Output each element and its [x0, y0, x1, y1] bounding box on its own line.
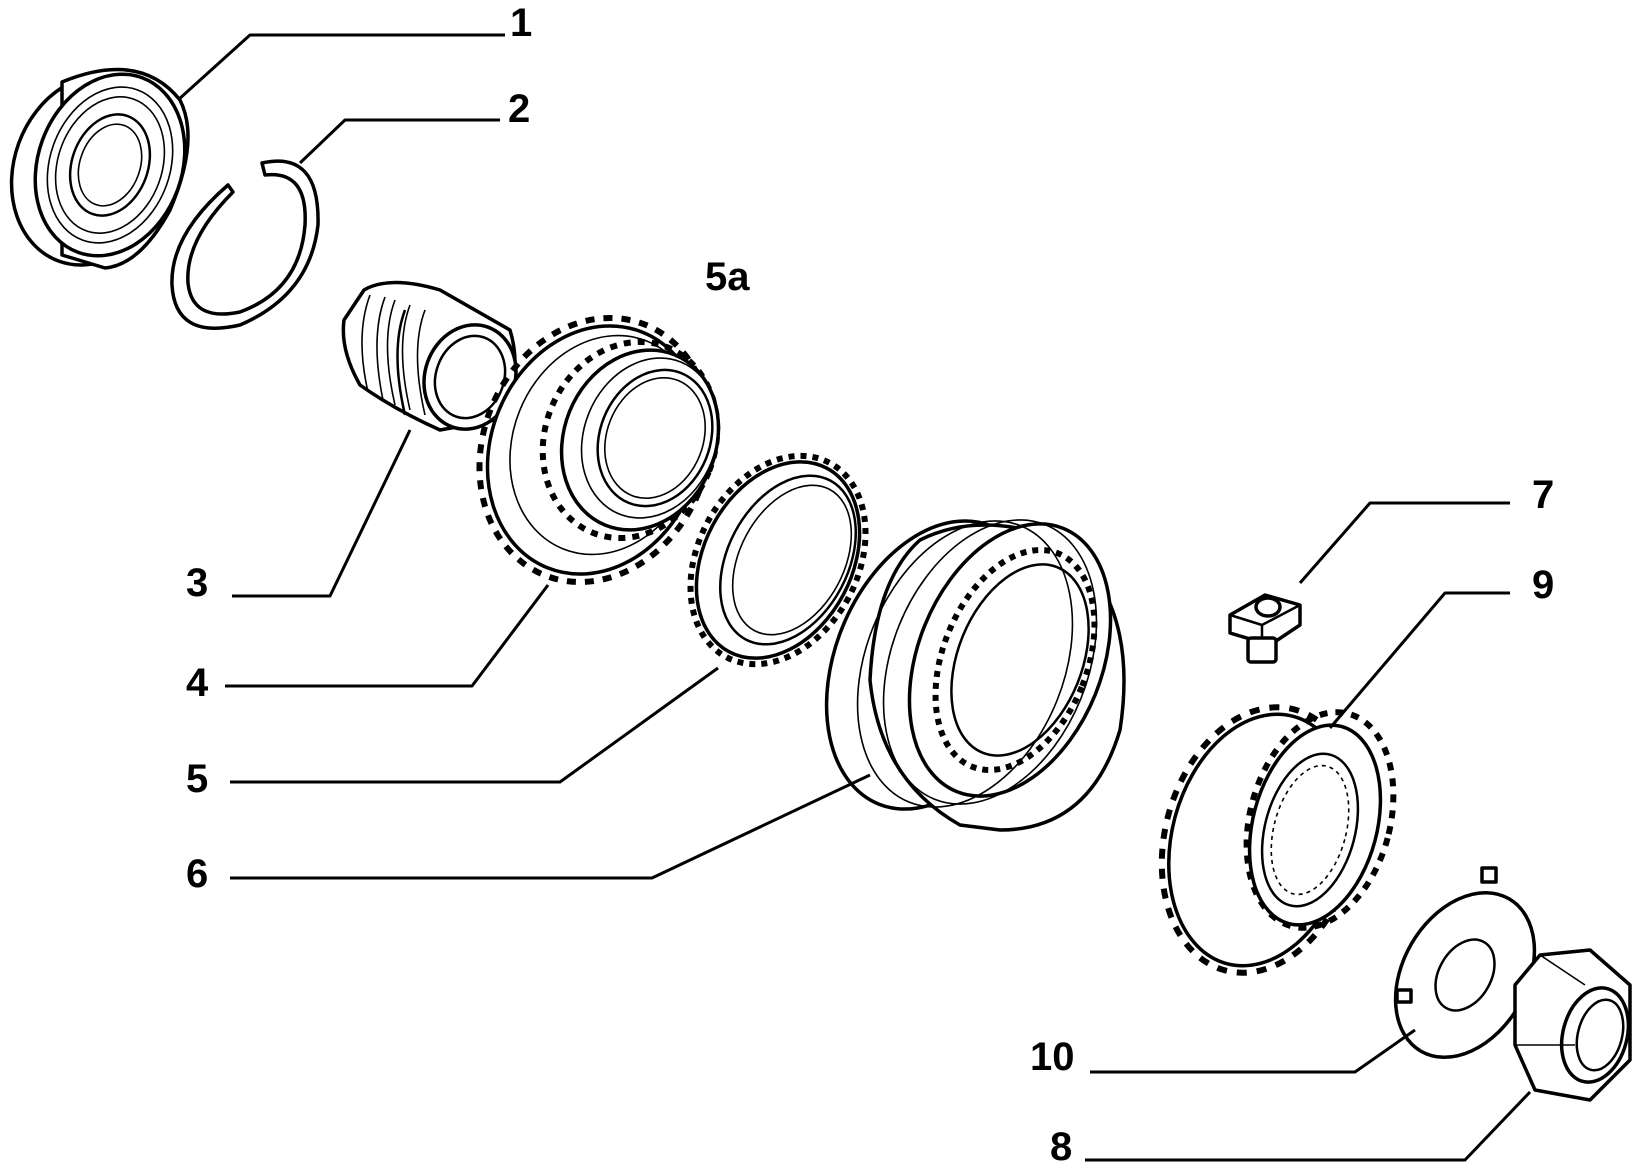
part-9-hub — [1158, 704, 1397, 976]
part-4-gear — [476, 314, 721, 586]
leader-4 — [225, 584, 550, 688]
callout-5a: 5a — [705, 255, 750, 299]
leader-9 — [1328, 591, 1510, 729]
callout-8: 8 — [1050, 1125, 1072, 1165]
leader-2 — [298, 118, 500, 165]
callout-6: 6 — [186, 852, 208, 896]
part-6-sleeve — [824, 519, 1126, 832]
callout-2: 2 — [508, 87, 530, 131]
leader-7 — [1298, 501, 1510, 584]
leader-8 — [1085, 1090, 1532, 1162]
callout-10: 10 — [1030, 1035, 1075, 1079]
callout-9: 9 — [1532, 563, 1554, 607]
callout-4: 4 — [186, 661, 209, 705]
leader-10 — [1090, 1028, 1416, 1074]
leader-6 — [230, 773, 871, 880]
part-5-synchro-ring — [687, 452, 869, 668]
callout-5: 5 — [186, 757, 208, 801]
part-7-key — [1228, 593, 1302, 664]
leader-5 — [230, 666, 719, 784]
part-3-needle-bearing — [341, 280, 518, 432]
callout-1: 1 — [510, 1, 532, 45]
part-2-snap-ring — [170, 159, 320, 330]
callout-3: 3 — [186, 561, 208, 605]
leader-lines — [176, 33, 1532, 1162]
leader-1 — [176, 33, 505, 102]
leader-3 — [232, 429, 412, 598]
callout-7: 7 — [1532, 473, 1554, 517]
part-1-bearing — [9, 67, 190, 270]
callout-labels: 1 2 5a 3 4 5 6 7 9 10 8 — [186, 1, 1554, 1165]
part-8-nut — [1513, 948, 1632, 1102]
